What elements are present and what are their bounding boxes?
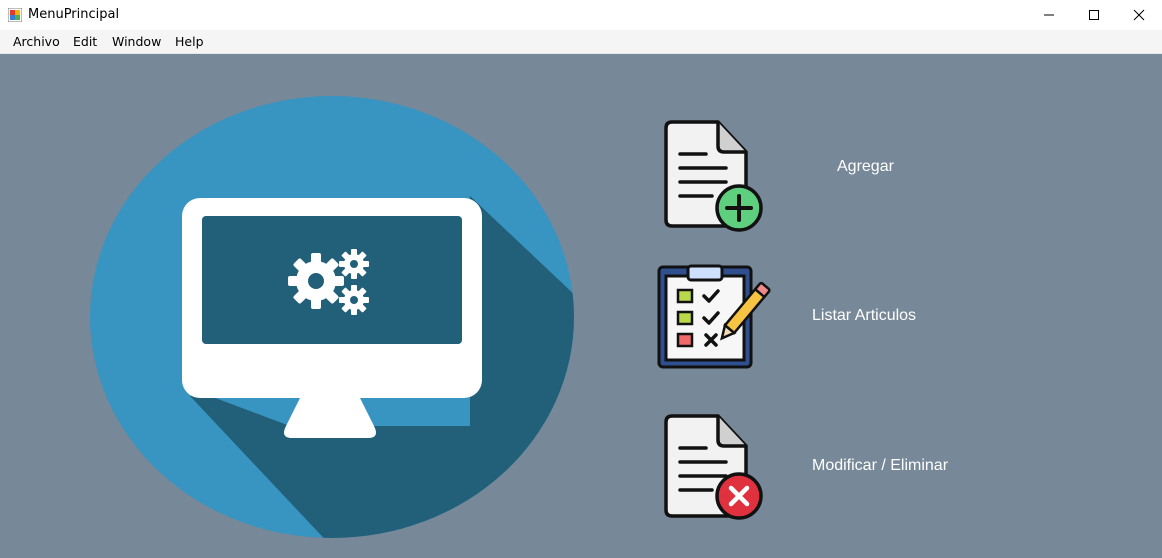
minimize-button[interactable] xyxy=(1026,0,1072,30)
window-title: MenuPrincipal xyxy=(28,7,120,22)
agregar-label[interactable]: Agregar xyxy=(837,158,894,175)
menu-window[interactable]: Window xyxy=(112,34,162,49)
menu-help[interactable]: Help xyxy=(175,34,204,49)
close-button[interactable] xyxy=(1116,0,1162,30)
main-content: Agregar Listar Articulos Modificar / Eli… xyxy=(0,54,1162,558)
checklist-icon[interactable] xyxy=(656,264,780,370)
menu-archivo[interactable]: Archivo xyxy=(13,34,60,49)
menu-bar: Archivo Edit Window Help xyxy=(0,30,1162,54)
menu-edit[interactable]: Edit xyxy=(73,34,98,49)
close-icon xyxy=(1133,9,1145,21)
computer-settings-icon xyxy=(90,96,574,538)
title-bar[interactable]: MenuPrincipal xyxy=(0,0,1162,30)
listar-articulos-label[interactable]: Listar Articulos xyxy=(812,307,917,324)
minimize-icon xyxy=(1044,14,1054,16)
app-icon xyxy=(8,8,22,22)
modificar-eliminar-label[interactable]: Modificar / Eliminar xyxy=(812,457,949,474)
document-add-icon[interactable] xyxy=(662,120,764,232)
maximize-button[interactable] xyxy=(1071,0,1117,30)
document-remove-icon[interactable] xyxy=(662,414,764,522)
maximize-icon xyxy=(1089,10,1099,20)
